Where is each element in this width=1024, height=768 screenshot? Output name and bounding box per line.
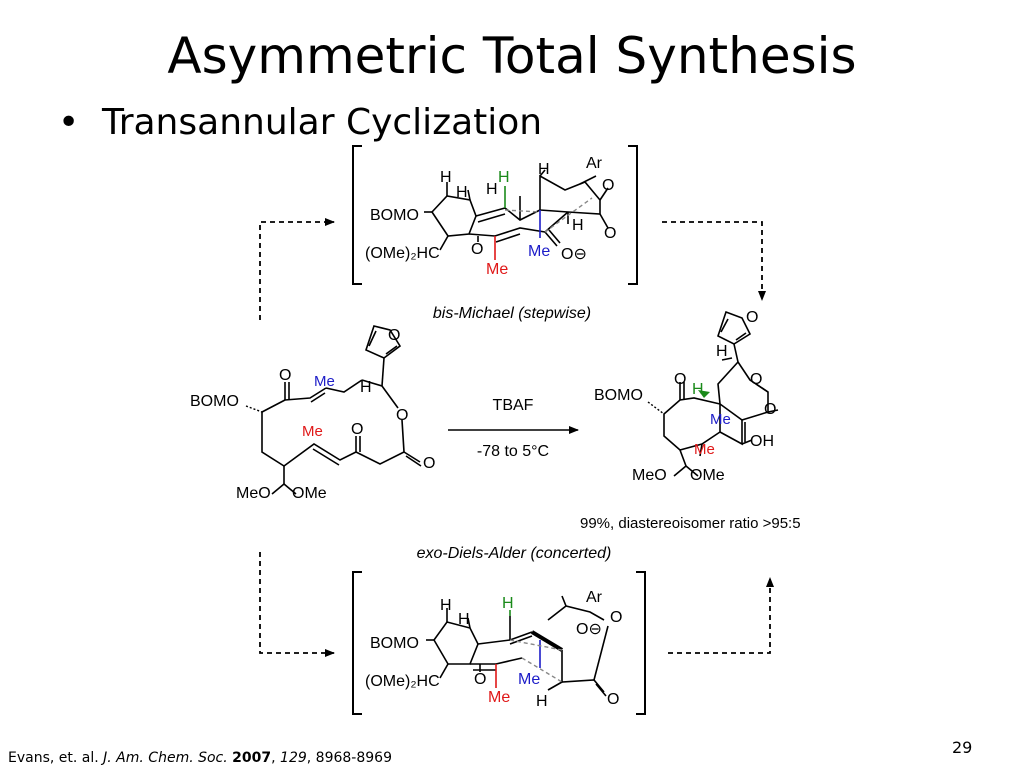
top-ar: Ar: [586, 155, 603, 172]
citation-pages: 8968-8969: [315, 750, 392, 766]
bottom-structure-bonds: [426, 595, 609, 697]
bottom-forming-bond-1: [509, 639, 563, 651]
dashed-arrow-from-top: [662, 221, 766, 301]
bottom-forming-bond-2: [521, 657, 563, 683]
bottom-ar: Ar: [586, 589, 603, 606]
bottom-o-minus: O⊖: [576, 621, 602, 638]
bottom-h1: H: [440, 597, 452, 614]
product-o-carbonyl: O: [764, 401, 776, 418]
bottom-intermediate: H H H Ar O O⊖ BOMO (OMe)₂HC O Me Me H O: [352, 571, 646, 715]
top-bomo: BOMO: [370, 207, 419, 224]
starting-material: O O Me H BOMO O Me O O MeO OMe: [190, 325, 435, 502]
product-green-wedge: [698, 390, 710, 398]
product-meo: MeO: [632, 467, 667, 484]
page-number: 29: [952, 738, 973, 757]
sm-ome: OMe: [292, 485, 327, 502]
yield-text: 99%, diastereoisomer ratio >95:5: [580, 515, 801, 532]
sm-bomo: BOMO: [190, 393, 239, 410]
top-ome2hc: (OMe)₂HC: [365, 245, 440, 262]
bullet-text: Transannular Cyclization: [102, 102, 543, 143]
product-bomo: BOMO: [594, 387, 643, 404]
sm-me-blue: Me: [314, 373, 335, 390]
sm-o-furan: O: [388, 327, 400, 344]
top-forming-bond-1: [504, 209, 541, 213]
top-me-blue: Me: [528, 243, 550, 260]
bottom-caption: exo-Diels-Alder (concerted): [417, 545, 612, 562]
citation: Evans, et. al. J. Am. Chem. Soc. 2007, 1…: [8, 750, 392, 766]
product-o-furan: O: [746, 309, 758, 326]
reaction-arrow-group: TBAF -78 to 5°C: [448, 397, 579, 460]
bottom-ome2hc: (OMe)₂HC: [365, 673, 440, 690]
top-caption: bis-Michael (stepwise): [433, 305, 591, 322]
product-h-green: H: [692, 381, 704, 398]
top-forming-bond-2: [544, 197, 593, 233]
top-o-minus: O⊖: [561, 246, 587, 263]
top-structure-bonds: [424, 169, 609, 251]
dashed-arrow-to-bottom: [259, 552, 335, 657]
product: O H O H O BOMO O Me Me OH MeO OMe 99%, d…: [580, 309, 801, 532]
slide-title: Asymmetric Total Synthesis: [167, 27, 857, 85]
bullet-dot: •: [58, 102, 80, 143]
bottom-left-bracket: [352, 571, 362, 715]
left-bracket: [352, 145, 362, 285]
top-o-ring: O: [602, 177, 614, 194]
bottom-o-ring: O: [610, 609, 622, 626]
top-h2: H: [456, 184, 468, 201]
sm-o-lactone: O: [396, 407, 408, 424]
top-h-green: H: [498, 169, 510, 186]
product-oh: OH: [750, 433, 774, 450]
bottom-bold-bond: [530, 630, 564, 652]
sm-meo: MeO: [236, 485, 271, 502]
bottom-me-red: Me: [488, 689, 510, 706]
product-o-lactone: O: [750, 371, 762, 388]
bottom-h-bottom: H: [536, 693, 548, 710]
dashed-arrow-from-bottom: [668, 577, 774, 654]
product-bonds: [663, 310, 779, 477]
starting-material-stereo-dash: [245, 405, 263, 413]
top-h6: H: [572, 217, 584, 234]
product-me-blue: Me: [710, 411, 731, 428]
bottom-h-green: H: [502, 595, 514, 612]
citation-journal: J. Am. Chem. Soc.: [103, 750, 228, 766]
top-h3: H: [486, 181, 498, 198]
product-o-ketone: O: [674, 371, 686, 388]
right-bracket: [628, 145, 638, 285]
top-me-red: Me: [486, 261, 508, 278]
reagent-label: TBAF: [493, 397, 534, 414]
product-ome: OMe: [690, 467, 725, 484]
sm-h: H: [360, 379, 372, 396]
sm-o-ketone1: O: [279, 367, 291, 384]
bottom-o-carbonyl: O: [607, 691, 619, 708]
dashed-arrows: [259, 218, 774, 657]
top-intermediate: H H H H H Ar O O H BOMO (OMe)₂HC O Me Me…: [352, 145, 638, 285]
top-o-carbonyl: O: [604, 225, 616, 242]
top-h5: H: [538, 161, 550, 178]
product-me-red: Me: [694, 441, 715, 458]
citation-authors: Evans, et. al.: [8, 750, 104, 766]
top-o-ketone: O: [471, 241, 483, 258]
bottom-bomo: BOMO: [370, 635, 419, 652]
citation-volume: 129: [280, 750, 307, 766]
bottom-h2: H: [458, 611, 470, 628]
top-h1: H: [440, 169, 452, 186]
conditions-label: -78 to 5°C: [477, 443, 549, 460]
dashed-arrow-to-top: [259, 218, 335, 320]
bottom-right-bracket: [636, 571, 646, 715]
product-stereo-dash: [647, 401, 665, 415]
product-h: H: [716, 343, 728, 360]
sm-o-carbonyl: O: [423, 455, 435, 472]
sm-me-red: Me: [302, 423, 323, 440]
citation-year: 2007: [232, 750, 272, 766]
starting-material-bonds: [261, 325, 422, 495]
bottom-diene-bond: [509, 635, 533, 645]
bottom-o-ketone: O: [474, 671, 486, 688]
sm-o-ketone2: O: [351, 421, 363, 438]
bullet-item: • Transannular Cyclization: [58, 98, 542, 148]
bottom-me-blue: Me: [518, 671, 540, 688]
